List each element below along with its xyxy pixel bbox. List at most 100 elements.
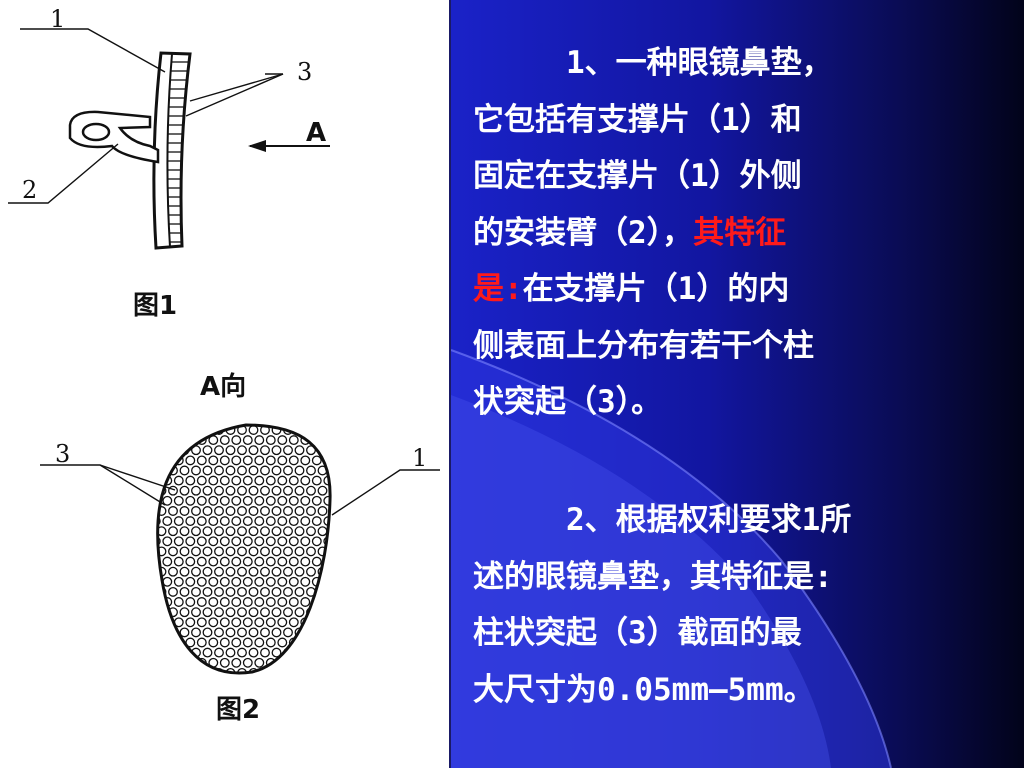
protrusion-dot [191,465,201,476]
protrusion-dot [185,455,196,466]
protrusion-dot [173,475,184,486]
protrusion-dot [288,455,299,466]
protrusion-dot [260,566,270,577]
protrusion-dot [168,647,178,658]
protrusion-dot [254,637,265,648]
protrusion-dot [260,546,270,557]
protrusion-dot [191,526,201,537]
protrusion-dot [168,566,178,577]
protrusion-dot [260,445,270,456]
protrusion-dot [329,546,331,557]
protrusion-dot [306,566,316,577]
claim-1-line-4-plain: 的安装臂（2）， [473,214,694,251]
protrusion-dot [288,597,299,607]
protrusion-dot [157,627,167,638]
protrusion-dot [173,576,184,587]
protrusion-dot [271,546,282,557]
protrusion-dot [146,446,155,455]
protrusion-dot [225,647,236,658]
protrusion-dot [173,556,184,567]
protrusion-dot [225,627,236,638]
protrusion-dot [219,617,230,628]
protrusion-dot [288,556,299,567]
protrusion-dot [237,506,247,516]
protrusion-dot [248,506,259,516]
protrusion-dot [196,475,207,486]
protrusion-dot [202,627,213,638]
protrusion-dot [329,566,331,577]
protrusion-dot [179,607,190,618]
protrusion-dot [225,445,236,456]
protrusion-dot [300,637,311,648]
protrusion-dot [191,566,201,577]
protrusion-dot [306,667,316,674]
protrusion-dot [336,456,345,465]
protrusion-dot [219,657,230,668]
protrusion-dot [146,588,155,597]
protrusion-dot [317,586,328,597]
claim-1-feature-keyword-end: 是: [473,271,523,307]
protrusion-dot [179,566,190,577]
protrusion-dot [157,597,161,607]
protrusion-dot [277,435,288,446]
protrusion-dot [208,597,219,607]
protrusion-dot [323,475,331,486]
protrusion-dot [157,425,167,435]
protrusion-dot [254,556,265,567]
protrusion-dot [248,445,259,456]
protrusion-dot [277,597,288,607]
protrusion-dot [242,637,253,648]
protrusion-dot [306,445,316,456]
protrusion-dot [208,556,219,567]
protrusion-dot [300,475,311,486]
protrusion-dot [248,485,259,496]
protrusion-dot [336,517,345,526]
protrusion-dot [173,495,184,506]
protrusion-dot [146,466,155,475]
protrusion-dot [283,485,293,496]
protrusion-dot [168,425,178,435]
protrusion-dot [317,667,328,674]
protrusion-dot [202,586,213,597]
protrusion-dot [146,567,155,576]
protrusion-dot [185,556,196,567]
figure-1-caption: 图1 [133,291,177,321]
protrusion-dot [329,465,331,476]
protrusion-dot [288,576,299,587]
claim-1-line-4: 的安装臂（2），其特征 [473,205,1003,262]
protrusion-dot [157,566,167,577]
protrusion-dot [323,597,331,607]
protrusion-dot [179,485,190,496]
protrusion-dot [146,628,155,637]
protrusion-dot [219,435,230,446]
protrusion-dot [196,637,207,648]
protrusion-dot [260,647,270,658]
protrusion-dot [242,536,253,547]
protrusion-dot [254,657,265,668]
protrusion-dot [231,556,242,567]
protrusion-dot [225,506,236,516]
protrusion-dot [168,445,178,456]
protrusion-dot [146,507,155,516]
protrusion-dot [196,597,207,607]
protrusion-dot [317,607,328,618]
protrusion-dot [254,516,265,527]
protrusion-dot [214,485,224,496]
figure-1-drawing: 1 2 3 A 图1 [8,5,330,321]
protrusion-dot [317,425,328,435]
protrusion-dot [271,526,282,537]
protrusion-dot [196,455,207,466]
protrusion-dot [294,586,305,597]
protrusion-dot [271,485,282,496]
figure-2-drawing: A向 3 1 图2 [40,371,440,725]
protrusion-dot [162,637,173,648]
protrusion-dot [265,435,276,446]
protrusion-dot [214,445,224,456]
protrusion-dot [283,607,293,618]
protrusion-dot [317,506,328,516]
protrusion-dot [306,485,316,496]
protrusion-dot [283,526,293,537]
protrusion-dot [283,445,293,456]
protrusion-dot [202,445,213,456]
figure-panel: 1 2 3 A 图1 A向 3 1 图2 [0,0,451,768]
